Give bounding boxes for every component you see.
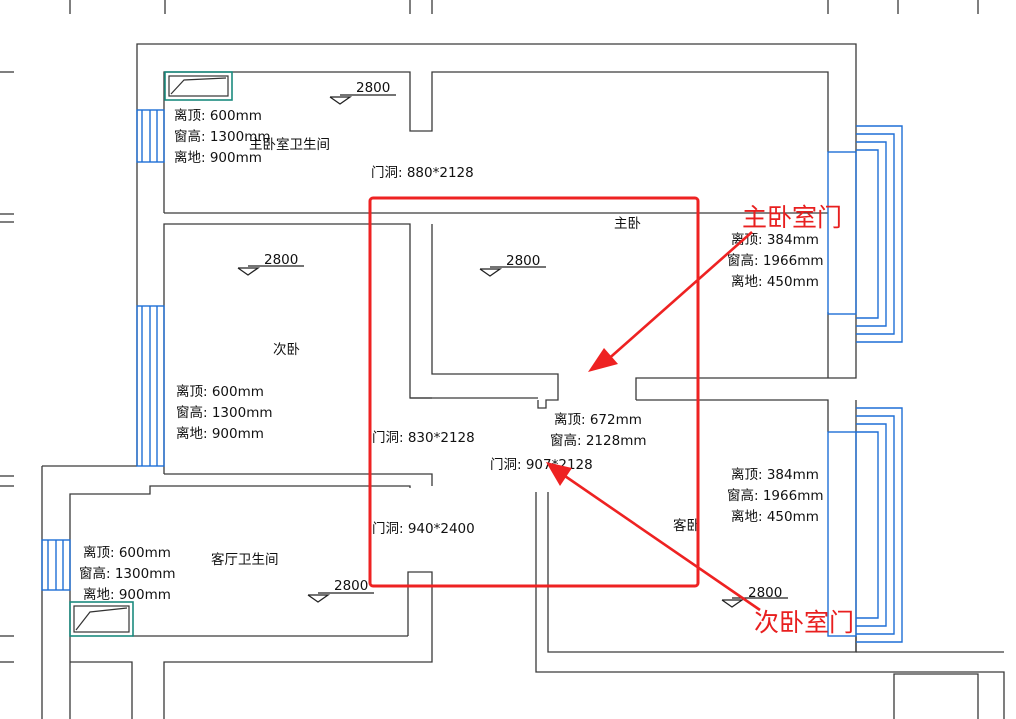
room-label-living-bath: 客厅卫生间 [211,551,279,568]
spec-floor: 离地: 450mm [731,508,819,525]
window-spec-center: 离顶: 672mm 窗高: 2128mm [550,411,647,449]
spec-ceiling: 离顶: 384mm [731,466,819,483]
door-spec-guest-bedroom: 门洞: 907*2128 [490,457,593,473]
annotation-second-door: 次卧室门 [754,608,854,637]
spec-ceiling: 离顶: 600mm [83,544,171,561]
window-spec-guest: 离顶: 384mm 窗高: 1966mm 离地: 450mm [727,466,824,525]
level-marker-second-bedroom: 2800 [237,252,304,276]
spec-height: 窗高: 2128mm [550,432,647,449]
room-label-guest-bedroom: 客卧 [673,517,700,534]
spec-ceiling: 离顶: 672mm [554,411,642,428]
level-living-bath: 2800 [334,578,368,594]
spec-ceiling: 离顶: 600mm [174,107,262,124]
room-label-master-bedroom: 主卧 [614,216,641,232]
door-spec-living-bath: 门洞: 940*2400 [372,521,475,537]
level-marker-living-bath: 2800 [307,578,374,603]
spec-ceiling: 离顶: 600mm [176,383,264,400]
left-edge-ticks [0,71,14,663]
spec-height: 窗高: 1966mm [727,252,824,269]
window-bath-top [136,109,165,163]
spec-height: 窗高: 1966mm [727,487,824,504]
level-marker-guest-bedroom: 2800 [721,585,788,608]
level-marker-master-bedroom: 2800 [479,253,546,277]
window-spec-second: 离顶: 600mm 窗高: 1300mm 离地: 900mm [176,383,273,442]
level-master-bath: 2800 [356,80,390,96]
bay-window-guest [827,407,903,643]
arrow-second-door [546,462,761,612]
top-edge-ticks [69,0,979,14]
window-spec-bath-bottom: 离顶: 600mm 窗高: 1300mm 离地: 900mm [79,544,176,603]
spec-height: 窗高: 1300mm [174,128,271,145]
spec-floor: 离地: 900mm [174,149,262,166]
window-second-bedroom [136,305,165,467]
level-master-bedroom: 2800 [506,253,540,269]
spec-floor: 离地: 450mm [731,273,819,290]
door-spec-second-bedroom: 门洞: 830*2128 [372,430,475,446]
bath-fixture-bottom [69,601,134,637]
window-spec-master: 离顶: 384mm 窗高: 1966mm 离地: 450mm [727,231,824,290]
level-marker-master-bath: 2800 [329,80,396,105]
spec-height: 窗高: 1300mm [79,565,176,582]
door-spec-master-bath: 门洞: 880*2128 [371,165,474,181]
spec-floor: 离地: 900mm [83,586,171,603]
window-living-bath [41,539,71,591]
annotation-master-door: 主卧室门 [742,203,842,232]
spec-height: 窗高: 1300mm [176,404,273,421]
spec-floor: 离地: 900mm [176,425,264,442]
level-guest-bedroom: 2800 [748,585,782,601]
bay-window-master [827,125,903,343]
room-label-second-bedroom: 次卧 [273,342,300,358]
bath-fixture-top [164,71,233,101]
spec-ceiling: 离顶: 384mm [731,231,819,248]
window-spec-bath-top: 离顶: 600mm 窗高: 1300mm 离地: 900mm [174,107,271,166]
highlight-box [368,196,700,588]
level-second-bedroom: 2800 [264,252,298,268]
room-label-master-bath: 主卧室卫生间 [249,136,330,153]
arrow-master-door [588,231,753,372]
